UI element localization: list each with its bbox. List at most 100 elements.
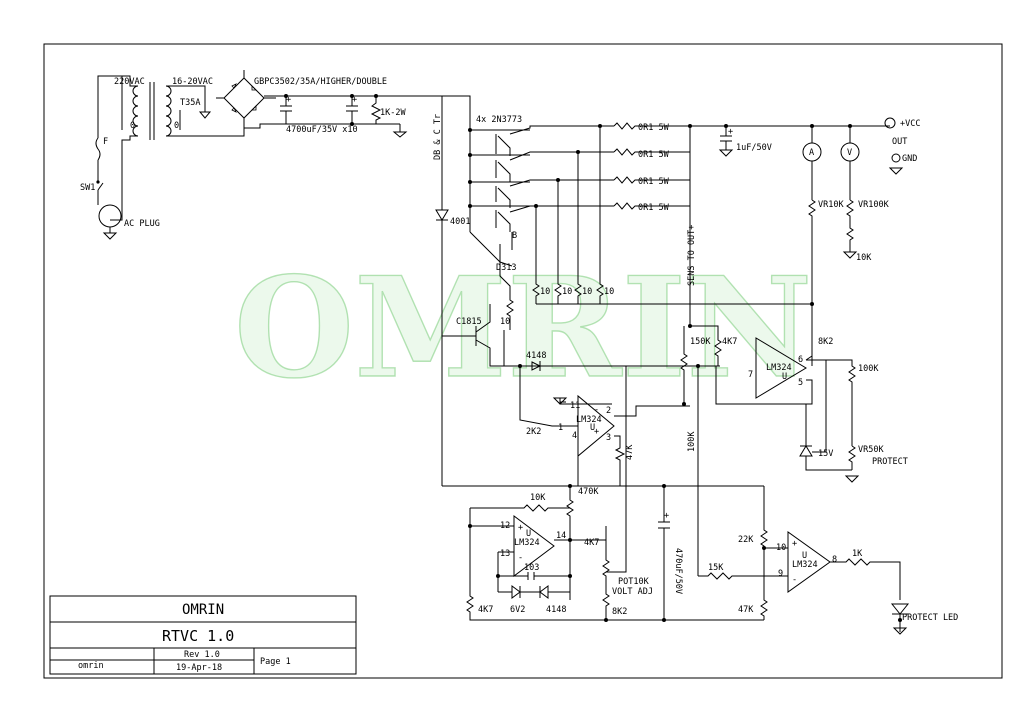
label-vr100k: VR100K [858, 200, 890, 210]
label-vcc: +VCC [900, 119, 920, 129]
label-15k: 15K [708, 563, 724, 573]
label-gnd: GND [902, 154, 917, 164]
component-labels: 220VAC 16-20VAC GBPC3502/35A/HIGHER/DOUB… [80, 77, 958, 623]
label-plus-b: + [594, 427, 599, 437]
label-16-20vac: 16-20VAC [172, 77, 213, 87]
label-10-1: 10 [540, 287, 550, 297]
transformer-core [149, 82, 155, 140]
label-u-d: U [802, 551, 807, 561]
sheet-frame [43, 43, 1003, 679]
label-0r1-4: 0R1 5W [638, 203, 670, 213]
title-company: OMRIN [182, 602, 224, 618]
ac-input-section [95, 70, 471, 240]
opamp-current [519, 366, 690, 486]
label-plus-2: + [352, 95, 357, 105]
label-pin9: 9 [778, 569, 783, 579]
label-4148-top: 4148 [526, 351, 546, 361]
label-pin4: 4 [572, 431, 577, 441]
label-plus-d: + [792, 539, 797, 549]
label-10-base: 10 [500, 317, 510, 327]
label-lm324-a: LM324 [766, 363, 792, 373]
label-4148-c: 4148 [546, 605, 566, 615]
pass-transistor-bank [469, 96, 904, 340]
vcc-terminal [884, 117, 896, 129]
fuse [95, 137, 101, 161]
label-b: B [512, 231, 517, 241]
label-22k: 22K [738, 535, 754, 545]
label-pin5: 5 [798, 378, 803, 388]
label-u-b: U [590, 423, 595, 433]
label-lm324-b: LM324 [576, 415, 602, 425]
label-plus-3: + [728, 127, 733, 137]
title-block: OMRIN RTVC 1.0 Rev 1.0 omrin 19-Apr-18 P… [49, 595, 357, 675]
reference-section [442, 366, 910, 635]
label-meter-a: A [809, 148, 814, 158]
label-4k7-top: 4K7 [722, 337, 737, 347]
label-minus-c: - [518, 553, 523, 563]
label-4k7-c: 4K7 [478, 605, 493, 615]
label-sens: SENS TO OUT+ [687, 225, 697, 286]
label-meter-v: V [847, 148, 852, 158]
label-10k-c: 10K [530, 493, 546, 503]
label-pin10: 10 [776, 543, 786, 553]
label-pin8: 8 [832, 555, 837, 565]
label-6v2: 6V2 [510, 605, 525, 615]
label-d313: D313 [496, 263, 516, 273]
title-rev: Rev 1.0 [184, 650, 220, 660]
title-author: omrin [78, 661, 104, 671]
label-plus-4: + [664, 511, 669, 521]
label-10-3: 10 [582, 287, 592, 297]
label-470k: 470K [578, 487, 599, 497]
ground-symbol [102, 227, 118, 240]
label-protect-led: PROTECT LED [902, 613, 958, 623]
label-vr50k: VR50K [858, 445, 884, 455]
transformer-secondary [165, 85, 172, 137]
label-8k2-bot: 8K2 [612, 607, 627, 617]
label-pin12: 12 [500, 521, 510, 531]
driver-stage [435, 96, 722, 486]
power-switch [97, 182, 104, 191]
label-bridge: GBPC3502/35A/HIGHER/DOUBLE [254, 77, 387, 87]
title-date: 19-Apr-18 [176, 663, 222, 673]
label-minus-b: - [594, 405, 599, 415]
transformer-primary [132, 85, 139, 137]
label-zero-primary: 0 [130, 121, 135, 131]
label-pin7: 7 [748, 370, 753, 380]
label-0r1-3: 0R1 5W [638, 177, 670, 187]
label-voltadj: VOLT ADJ [612, 587, 653, 597]
label-pin11: 11 [570, 401, 580, 411]
zener-15v [799, 404, 852, 471]
label-out: OUT [892, 137, 907, 147]
label-u-c: U [526, 529, 531, 539]
label-0r1-1: 0R1 5W [638, 123, 670, 133]
label-2n3773: 4x 2N3773 [476, 115, 522, 125]
label-pin14: 14 [556, 531, 566, 541]
label-pin2: 2 [606, 406, 611, 416]
diode-4148-top [531, 361, 542, 371]
gnd-terminal [891, 153, 901, 163]
label-pin13: 13 [500, 549, 510, 559]
label-8k2-top: 8K2 [818, 337, 833, 347]
label-pin3: 3 [606, 433, 611, 443]
junction-dots [284, 94, 902, 622]
label-ac-plug: AC PLUG [124, 219, 160, 229]
label-db-ctr: DB & C Tr [433, 114, 443, 160]
label-vr10k: VR10K [818, 200, 844, 210]
title-main: RTVC 1.0 [162, 627, 234, 645]
label-plus-1: + [286, 95, 291, 105]
label-150k: 150K [690, 337, 711, 347]
label-minus-d: - [792, 575, 797, 585]
opamp-protect [715, 337, 860, 483]
label-pin1: 1 [558, 423, 563, 433]
label-10-2: 10 [562, 287, 572, 297]
label-fuse: F [103, 137, 108, 147]
protect-led [890, 603, 910, 632]
label-lm324-c: LM324 [514, 538, 540, 548]
label-10-4: 10 [604, 287, 614, 297]
label-zero-secondary: 0 [174, 121, 179, 131]
label-103: 103 [524, 563, 539, 573]
label-1k: 1K [852, 549, 863, 559]
label-100k-right: 100K [858, 364, 879, 374]
label-47k-d: 47K [738, 605, 754, 615]
